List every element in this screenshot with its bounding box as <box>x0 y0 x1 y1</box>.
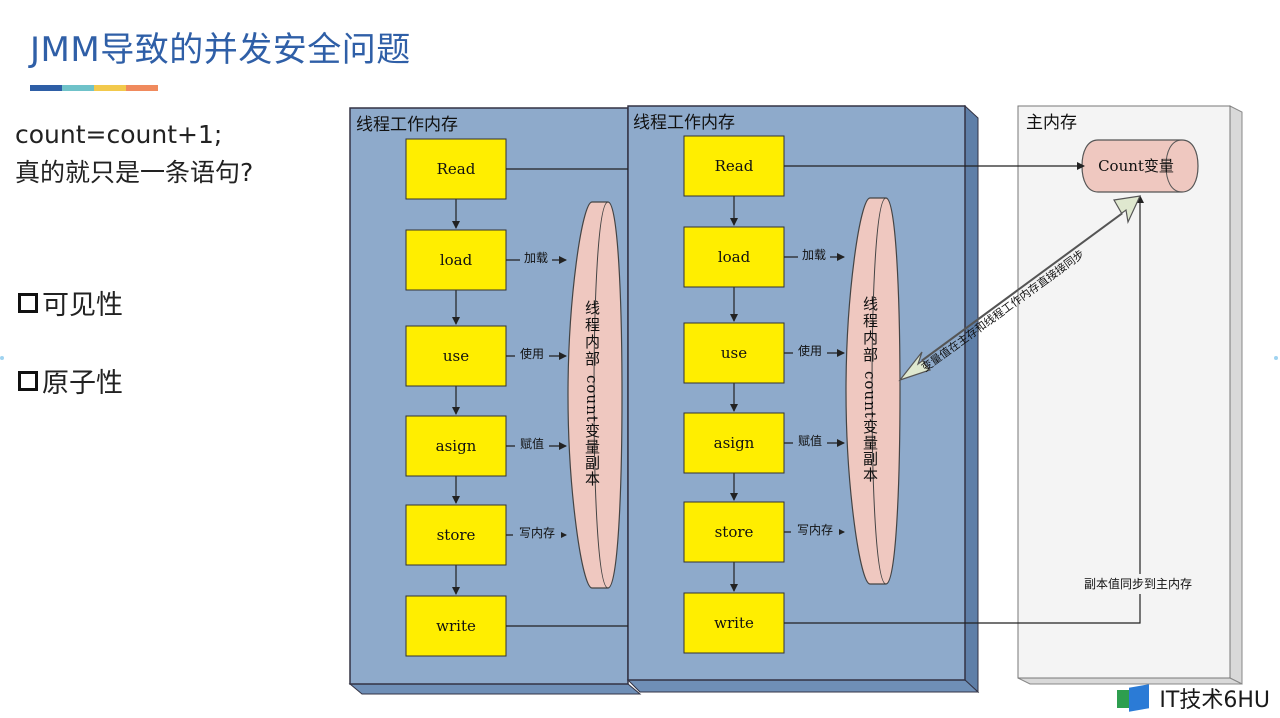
panel-1-flow: Read load use asign store write 加载 使用 <box>405 138 623 657</box>
slide-edge-dot <box>1274 356 1278 360</box>
step-store: store <box>683 501 785 563</box>
step-label: 使用 <box>798 343 822 358</box>
statement-line-2: 真的就只是一条语句? <box>15 158 254 187</box>
title-accent-bar <box>30 85 158 91</box>
count-variable-cylinder: Count变量 <box>1081 139 1199 193</box>
main-memory-panel: 主内存 <box>1017 105 1243 685</box>
step-use: use <box>405 325 507 387</box>
step-read: Read <box>683 135 785 197</box>
copy-label-a: 线程内部 <box>861 296 879 364</box>
sync-note-label: 副本值同步到主内存 <box>1084 576 1192 591</box>
step-load: load <box>683 226 785 288</box>
watermark: IT技术6HU <box>1117 682 1270 714</box>
svg-text:asign: asign <box>714 434 755 452</box>
step-label: 赋值 <box>520 436 544 451</box>
panel-label: 线程工作内存 <box>633 113 735 133</box>
checkbox-square-icon <box>18 292 38 313</box>
step-write: write <box>405 595 507 657</box>
svg-text:store: store <box>437 526 476 544</box>
watermark-text: IT技术6HU <box>1159 688 1270 713</box>
svg-text:write: write <box>714 614 754 632</box>
step-read: Read <box>405 138 507 200</box>
panel-2-flow: Read load use asign store write 加载 使用 <box>683 135 901 654</box>
variable-copy-shape: 线程内部 count变量副本 <box>845 197 901 585</box>
svg-text:write: write <box>436 617 476 635</box>
svg-text:use: use <box>721 344 747 362</box>
statement-line-1: count=count+1; <box>15 120 223 149</box>
step-asign: asign <box>683 412 785 474</box>
step-write: write <box>683 592 785 654</box>
slide-edge-dot <box>0 356 4 360</box>
slide-title: JMM导致的并发安全问题 <box>30 30 411 70</box>
svg-text:Read: Read <box>715 157 754 175</box>
property-atomicity: 原子性 <box>18 361 123 400</box>
panel-label: 线程工作内存 <box>356 115 458 135</box>
accent-segment-2 <box>62 85 94 91</box>
accent-segment-4 <box>126 85 158 91</box>
step-store: store <box>405 504 507 566</box>
step-label: 写内存 <box>519 526 555 540</box>
property-label: 可见性 <box>42 290 123 321</box>
svg-text:Read: Read <box>437 160 476 178</box>
thread-memory-panel-1: 线程工作内存 <box>348 107 642 695</box>
copy-label-b: count变量副本 <box>861 371 879 483</box>
copy-label-b: count变量副本 <box>583 375 601 487</box>
write-arrow-to-main-memory <box>784 195 1144 624</box>
count-variable-label: Count变量 <box>1098 157 1174 175</box>
step-label: 加载 <box>524 251 548 265</box>
step-label: 加载 <box>802 248 826 262</box>
watermark-logo-icon <box>1117 684 1153 712</box>
thread-memory-panel-2: 线程工作内存 <box>626 104 980 694</box>
variable-copy-shape: 线程内部 count变量副本 <box>567 201 623 589</box>
copy-label-a: 线程内部 <box>583 300 601 368</box>
step-asign: asign <box>405 415 507 477</box>
step-label: 赋值 <box>798 433 822 448</box>
svg-text:use: use <box>443 347 469 365</box>
accent-segment-1 <box>30 85 62 91</box>
step-label: 写内存 <box>797 523 833 537</box>
svg-text:asign: asign <box>436 437 477 455</box>
svg-text:load: load <box>440 251 473 269</box>
step-load: load <box>405 229 507 291</box>
svg-text:store: store <box>715 523 754 541</box>
step-use: use <box>683 322 785 384</box>
property-visibility: 可见性 <box>18 283 123 322</box>
svg-text:load: load <box>718 248 751 266</box>
accent-segment-3 <box>94 85 126 91</box>
checkbox-square-icon <box>18 370 38 391</box>
step-label: 使用 <box>520 346 544 361</box>
property-label: 原子性 <box>42 368 123 399</box>
main-memory-label: 主内存 <box>1026 113 1077 133</box>
